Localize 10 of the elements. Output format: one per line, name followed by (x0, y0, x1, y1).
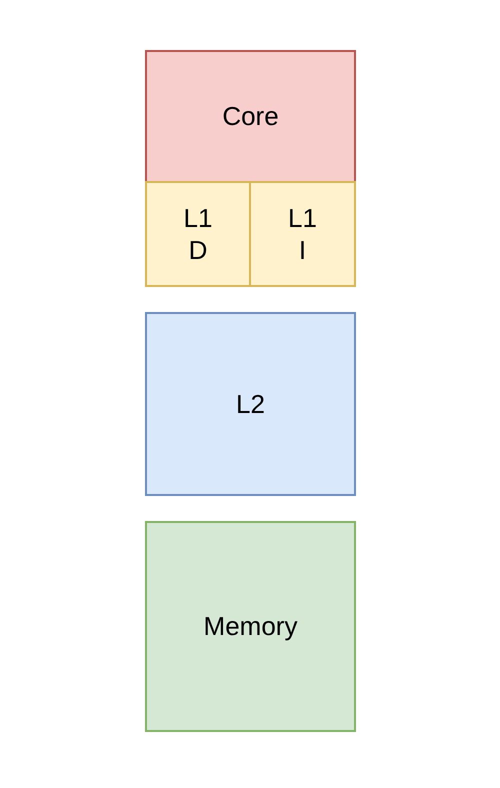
cache-block (145, 181, 251, 287)
block-label: Memory (204, 610, 298, 643)
block-label: Core (222, 100, 279, 133)
block-label: L1 D (182, 202, 214, 266)
block-label: L2 (236, 388, 265, 420)
cache-block (249, 181, 356, 287)
block-label: L1 I (287, 202, 318, 266)
cache-block (145, 312, 356, 496)
core-block (145, 50, 356, 183)
memory-block (145, 521, 356, 732)
